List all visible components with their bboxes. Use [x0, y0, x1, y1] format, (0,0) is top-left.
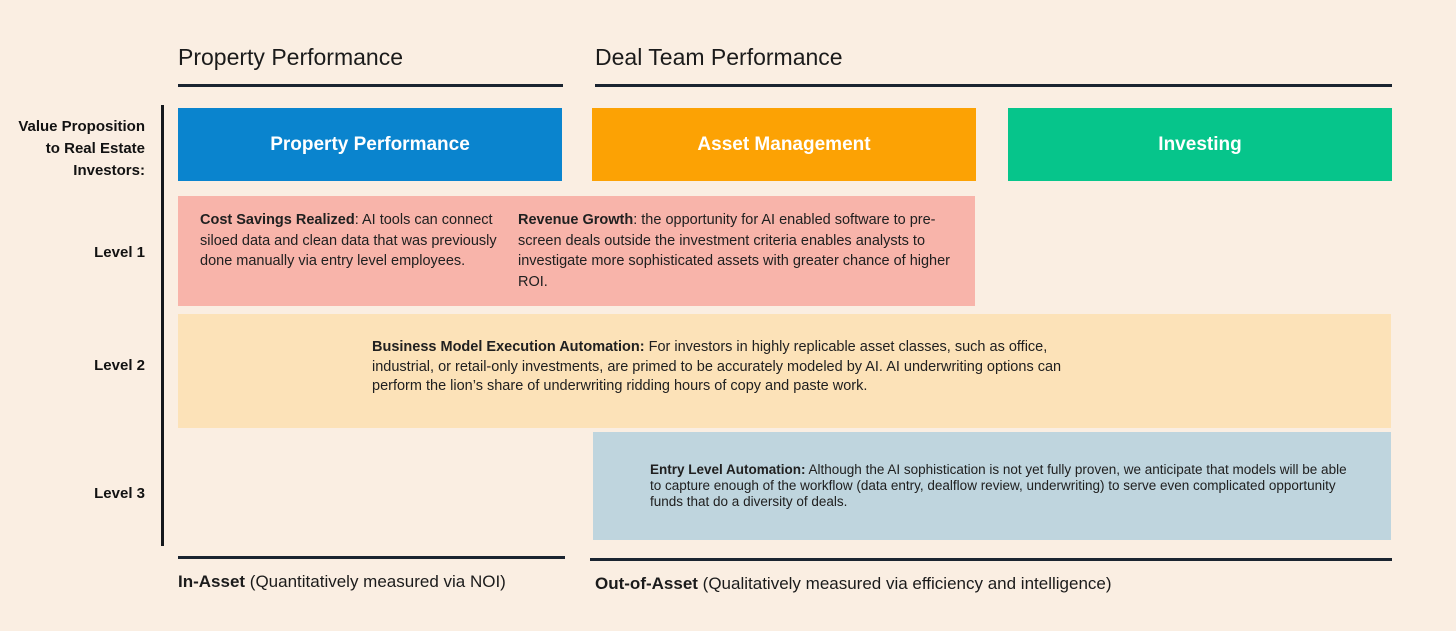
revenue-growth-text-bold: Revenue Growth [518, 212, 634, 228]
column-header-property-performance: Property Performance [178, 44, 403, 70]
out-of-asset-footer-bold: Out-of-Asset [595, 574, 698, 593]
entry-level-automation-text: Entry Level Automation: Although the AI … [650, 462, 1350, 510]
deal-team-performance-underline [595, 84, 1392, 87]
column-header-deal-team-performance: Deal Team Performance [595, 44, 843, 70]
out-of-asset-overline [590, 558, 1392, 561]
in-asset-overline [178, 556, 565, 559]
business-model-automation-text: Business Model Execution Automation: For… [372, 338, 1072, 397]
cost-savings-text: Cost Savings Realized: AI tools can conn… [200, 210, 500, 272]
in-asset-footer-rest: (Quantitatively measured via NOI) [245, 572, 506, 591]
revenue-growth-text: Revenue Growth: the opportunity for AI e… [518, 210, 973, 292]
category-box-property-performance: Property Performance [178, 108, 562, 181]
level-1-label: Level 1 [94, 244, 145, 261]
revenue-growth-text-rest: : the opportunity for AI enabled softwar… [518, 212, 951, 290]
in-asset-footer: In-Asset (Quantitatively measured via NO… [178, 572, 506, 592]
row-axis-title: Value Proposition to Real Estate Investo… [18, 118, 145, 179]
level-1-band: Cost Savings Realized: AI tools can conn… [178, 196, 975, 306]
business-model-automation-text-rest: For investors in highly replicable asset… [372, 339, 1062, 394]
cost-savings-text-rest: : AI tools can connect siloed data and c… [200, 212, 497, 269]
business-model-automation-text-bold: Business Model Execution Automation: [372, 339, 645, 355]
entry-level-automation-text-rest: Although the AI sophistication is not ye… [650, 462, 1347, 509]
category-box-investing: Investing [1008, 108, 1392, 181]
axis-vertical-line [161, 105, 164, 546]
category-box-asset-management: Asset Management [592, 108, 976, 181]
level-2-label: Level 2 [94, 357, 145, 374]
level-3-label: Level 3 [94, 485, 145, 502]
category-box-investing-label: Investing [1158, 133, 1242, 155]
property-performance-underline [178, 84, 563, 87]
cost-savings-text-bold: Cost Savings Realized [200, 212, 355, 228]
entry-level-automation-text-bold: Entry Level Automation: [650, 462, 806, 477]
out-of-asset-footer-rest: (Qualitatively measured via efficiency a… [697, 574, 1112, 593]
level-2-band: Business Model Execution Automation: For… [178, 314, 1391, 428]
level-3-band: Entry Level Automation: Although the AI … [593, 432, 1391, 540]
in-asset-footer-bold: In-Asset [178, 572, 246, 591]
out-of-asset-footer: Out-of-Asset (Qualitatively measured via… [595, 574, 1112, 594]
category-box-property-performance-label: Property Performance [270, 133, 470, 155]
category-box-asset-management-label: Asset Management [697, 133, 871, 155]
